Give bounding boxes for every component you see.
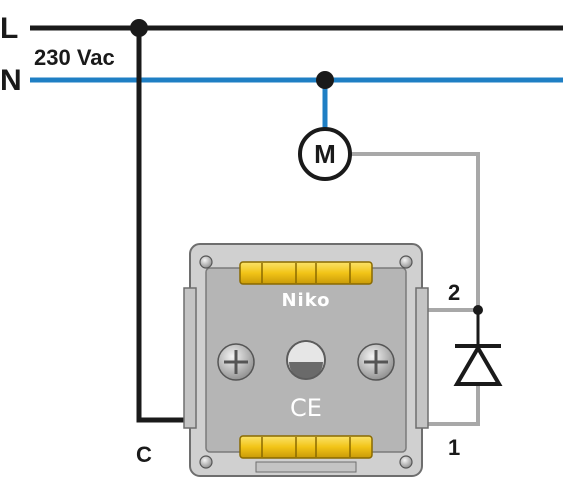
terminal-2-label: 2: [448, 280, 460, 305]
ce-mark: CE: [290, 394, 322, 422]
right-terminal-screw: [357, 343, 395, 381]
line-junction-dot: [130, 19, 148, 37]
motor-symbol: M: [298, 127, 352, 181]
line-label: L: [0, 12, 18, 45]
corner-screws: [199, 255, 413, 469]
center-indicator: [286, 340, 326, 380]
common-wire: [136, 28, 200, 423]
terminal-1-wire: [415, 380, 480, 426]
bottom-terminal-block: [239, 435, 373, 459]
neutral-junction-dot: [316, 71, 334, 89]
neutral-label: N: [0, 64, 22, 97]
brand-logo: Niko: [281, 290, 330, 311]
terminal-1-label: 1: [448, 435, 460, 460]
motor-control-wire: [350, 152, 480, 310]
voltage-label: 230 Vac: [34, 45, 115, 70]
motor-label: M: [314, 139, 336, 169]
top-terminal-block: [239, 261, 373, 285]
common-label: C: [136, 442, 152, 467]
diode-symbol: [453, 344, 503, 386]
switch-device: Niko CE: [183, 243, 429, 477]
terminal-2-junction-dot: [473, 305, 483, 315]
left-terminal-screw: [217, 343, 255, 381]
